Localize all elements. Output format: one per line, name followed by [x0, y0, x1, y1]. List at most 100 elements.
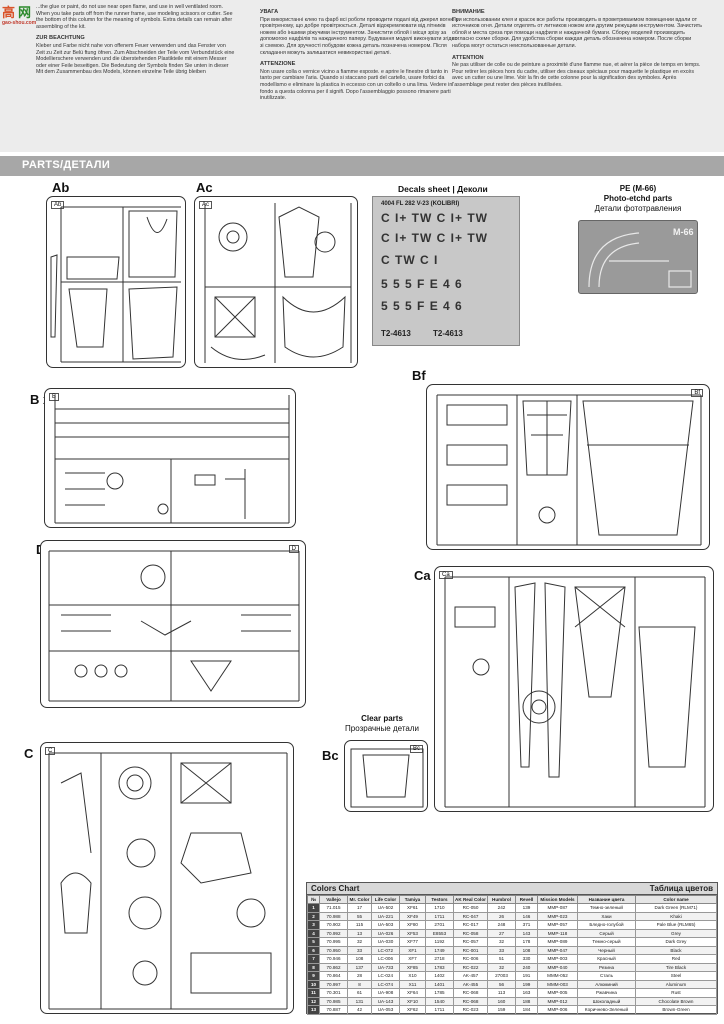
col-header: Testors: [425, 895, 454, 904]
col-header: Mr. Color: [347, 895, 372, 904]
watermark-logo: 高 网 gao-shou.com: [2, 2, 42, 36]
table-cell: Tire Black: [635, 962, 717, 972]
table-cell: Сталь: [577, 971, 636, 981]
table-cell: 70.864: [319, 971, 348, 981]
sprue-label-ca: Ca: [414, 568, 431, 583]
pe-fret-drawing: M-66: [588, 227, 694, 288]
decal-row: C I+ TW C I+ TW: [381, 231, 488, 245]
sprue-tag: Ca: [439, 571, 453, 579]
table-cell: 8: [347, 979, 372, 989]
sprue-tag: C: [45, 747, 56, 755]
color-number-cell: 12: [307, 996, 320, 1006]
table-cell: LC-074: [371, 979, 400, 989]
table-cell: 70.992: [319, 928, 348, 938]
table-cell: 27: [487, 928, 516, 938]
logo-glyph: 网: [18, 5, 32, 20]
table-cell: Chocolate Brown: [635, 996, 717, 1006]
table-cell: 32: [487, 937, 516, 947]
table-cell: MMP-005: [537, 988, 578, 998]
table-cell: RC-006: [453, 954, 488, 964]
table-cell: LC-006: [371, 954, 400, 964]
color-number-cell: 3: [307, 920, 320, 930]
table-cell: Dark Green (RLM71): [635, 903, 717, 913]
color-number-cell: 2: [307, 911, 320, 921]
instructions-de: Kleber und Farbe nicht nahe von offenem …: [36, 42, 235, 76]
sprue-tag: D: [288, 545, 299, 553]
colors-table-header-row: № Vallejo Mr. Color Life Color Tamiya Te…: [307, 895, 717, 904]
table-cell: 28: [347, 971, 372, 981]
table-cell: X10: [399, 971, 426, 981]
decal-row: 5 5 5 F E 4 6: [381, 277, 463, 291]
decal-row: 5 5 5 F E 4 6: [381, 299, 463, 313]
table-cell: E8553: [425, 928, 454, 938]
table-cell: MMP-040: [537, 962, 578, 972]
table-cell: XF80: [399, 920, 426, 930]
colors-table: № Vallejo Mr. Color Life Color Tamiya Te…: [307, 895, 717, 1015]
table-cell: 70.862: [319, 962, 348, 972]
table-cell: UA-030: [371, 937, 400, 947]
table-cell: Коричнево-Зеленый: [577, 1005, 636, 1015]
sprue-c: C: [40, 742, 294, 1014]
table-cell: MMM-052: [537, 971, 578, 981]
table-cell: 33: [347, 945, 372, 955]
instructions-ua: При використанні клею та фарб всі роботи…: [260, 16, 459, 56]
decal-serial: T2-4613: [381, 329, 411, 338]
table-cell: RC-068: [453, 988, 488, 998]
color-number-cell: 11: [307, 988, 320, 998]
table-cell: RC-047: [453, 911, 488, 921]
decals-code: 4004 FL 282 V-23 (KOLIBRI): [381, 201, 460, 207]
table-cell: 242: [487, 903, 516, 913]
table-cell: MMP-087: [537, 903, 578, 913]
table-cell: 160: [487, 996, 516, 1006]
table-cell: RC-023: [453, 1005, 488, 1015]
table-cell: 2701: [425, 920, 454, 930]
color-number-cell: 10: [307, 979, 320, 989]
table-cell: Brown-Green: [635, 1005, 717, 1015]
table-cell: 70.988: [319, 911, 348, 921]
table-cell: Black: [635, 945, 717, 955]
sprue-d: D: [40, 540, 306, 708]
instructions-it: Non usare colla o vernice vicino a fiamm…: [260, 68, 453, 102]
instructions-ru: При использовании клея и красок все рабо…: [452, 16, 702, 49]
colors-chart-title-ru: Таблица цветов: [649, 884, 713, 893]
decal-row: C TW C I: [381, 253, 439, 267]
sprue-ca-drawing: [444, 576, 706, 808]
sprue-bf: Bf: [426, 384, 710, 550]
table-cell: XF1: [399, 945, 426, 955]
table-cell: UA-502: [371, 903, 400, 913]
table-cell: 163: [515, 988, 538, 998]
table-cell: Шоколадный: [577, 996, 636, 1006]
table-cell: RC-058: [453, 928, 488, 938]
table-cell: 61: [347, 988, 372, 998]
sprue-ac-drawing: [204, 203, 352, 363]
pe-fret: M-66: [578, 220, 698, 294]
table-cell: 70.301: [319, 988, 348, 998]
instructions-it-heading: ATTENZIONE: [260, 61, 296, 68]
table-cell: XF10: [399, 996, 426, 1006]
table-cell: 70.946: [319, 954, 348, 964]
sprue-ac: Ac: [194, 196, 358, 368]
table-cell: XF53: [399, 928, 426, 938]
table-cell: 199: [515, 979, 538, 989]
sprue-d-drawing: [48, 550, 300, 702]
color-number-cell: 8: [307, 962, 320, 972]
table-cell: 240: [515, 962, 538, 972]
table-cell: 139: [515, 903, 538, 913]
decals-sheet: 4004 FL 282 V-23 (KOLIBRI) C I+ TW C I+ …: [372, 196, 520, 346]
sprue-tag: Ab: [51, 201, 65, 209]
pe-title-line: PE (M-66): [619, 184, 657, 193]
instructions-fr-heading: ATTENTION: [452, 54, 484, 61]
table-cell: 27003: [487, 971, 516, 981]
sprue-label-ac: Ac: [196, 180, 213, 195]
sprue-label-bf: Bf: [412, 368, 426, 383]
parts-header-band: PARTS/ДЕТАЛИ: [0, 156, 724, 176]
table-cell: MMP-012: [537, 996, 578, 1006]
table-cell: Черный: [577, 945, 636, 955]
table-cell: 1192: [425, 937, 454, 947]
pe-title: PE (M-66) Photo-etchd parts Детали фотот…: [578, 184, 698, 214]
sprue-ab: Ab: [46, 196, 186, 368]
table-cell: 178: [515, 937, 538, 947]
